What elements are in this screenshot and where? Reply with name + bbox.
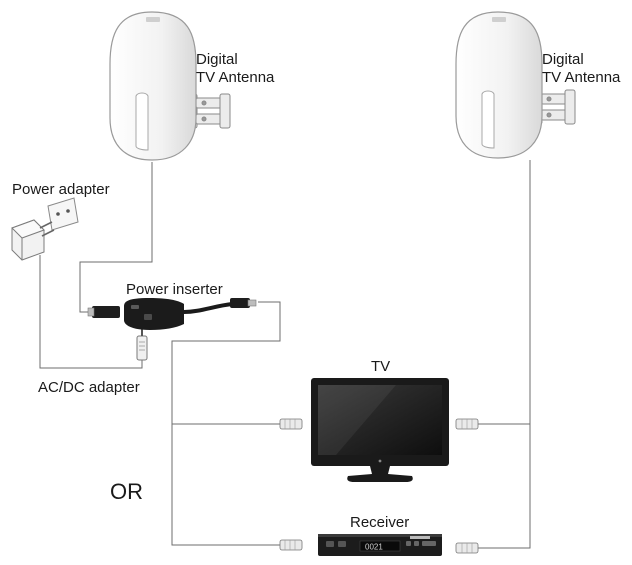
cables [39, 160, 531, 549]
receiver-right-connector [455, 542, 479, 554]
antenna-left-label-line2: TV Antenna [196, 69, 275, 86]
antenna-right-body [455, 11, 543, 159]
cable-inserter-output [171, 301, 281, 546]
cable-antenna-left-to-inserter [79, 162, 153, 313]
receiver-display [359, 540, 401, 552]
power-inserter [87, 298, 257, 330]
power-inserter-label: Power inserter [126, 281, 223, 298]
receiver-label: Receiver [350, 514, 410, 531]
tv [279, 378, 479, 482]
acdc-plug [136, 328, 148, 361]
antenna-right-stand [481, 90, 495, 149]
cable-power-adapter-to-acdc [39, 255, 143, 369]
antenna-left-badge [146, 17, 160, 22]
antenna-left-label-line1: Digital [196, 51, 238, 68]
tv-left-connector [279, 418, 303, 430]
tv-right-connector [455, 418, 479, 430]
acdc-adapter-label: AC/DC adapter [38, 379, 140, 396]
or-label: OR [110, 479, 143, 504]
inserter-output-connector [230, 298, 250, 308]
antenna-right-label-line2: TV Antenna [542, 69, 621, 86]
tv-label: TV [371, 358, 391, 375]
wall-socket [47, 197, 79, 231]
antenna-right-label-line1: Digital [542, 51, 584, 68]
receiver-display-text: 0021 [365, 543, 383, 552]
receiver-left-connector [279, 539, 303, 551]
antenna-left-stand [135, 92, 149, 151]
power-adapter-label: Power adapter [12, 181, 110, 198]
inserter-body [124, 298, 184, 330]
power-adapter [11, 197, 79, 261]
antenna-left-body [109, 11, 197, 161]
tv-screen [318, 385, 442, 455]
antenna-left [109, 11, 231, 161]
inserter-input-connector [92, 306, 120, 318]
cable-antenna-right [476, 160, 531, 549]
antenna-right [455, 11, 576, 159]
antenna-right-badge [492, 17, 506, 22]
tv-stand [347, 466, 413, 482]
receiver: 0021 [279, 534, 479, 556]
